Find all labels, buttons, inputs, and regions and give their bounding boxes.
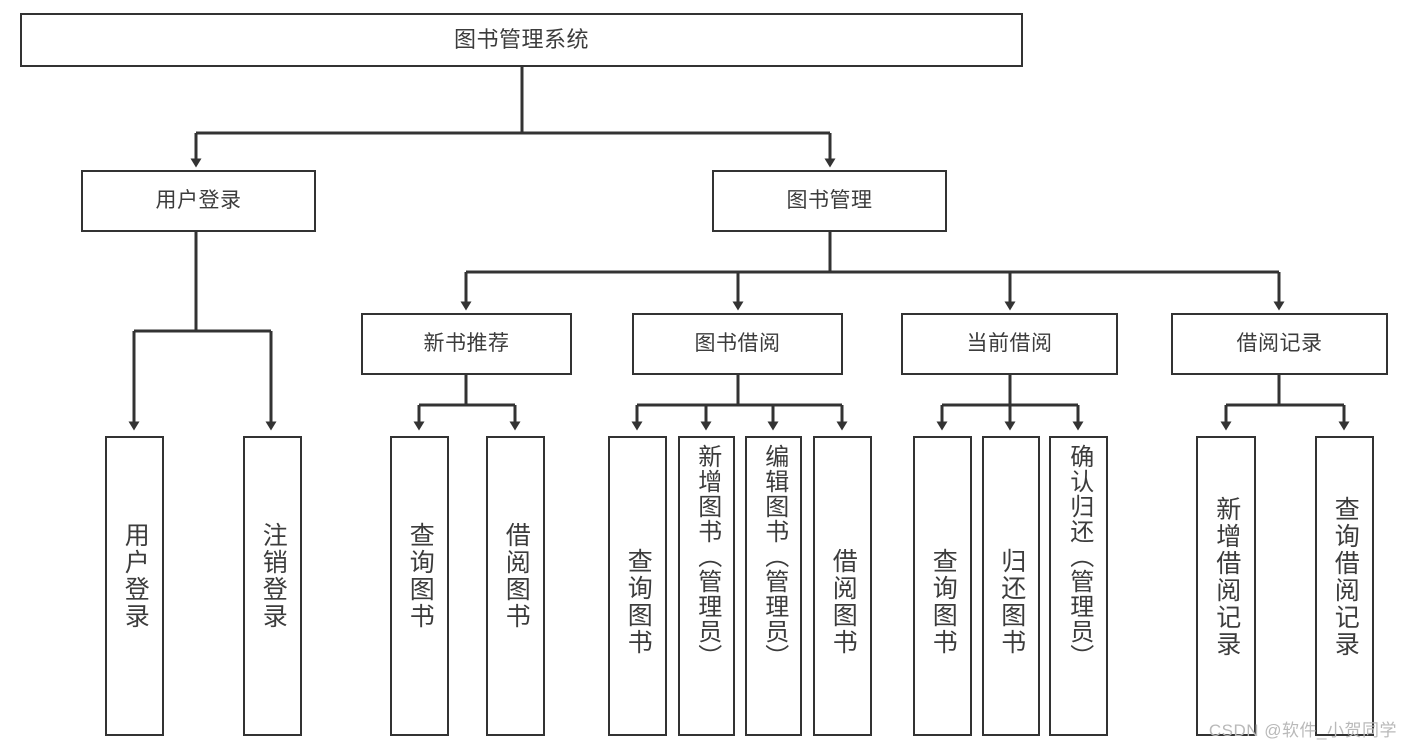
- node-user-login[interactable]: 用户登录: [81, 170, 316, 232]
- leaf-current-return-book[interactable]: 归还图书: [982, 436, 1040, 736]
- leaf-borrow-edit-book-admin[interactable]: 编辑图书（管理员）: [745, 436, 802, 736]
- node-label: 当前借阅: [966, 331, 1053, 355]
- node-label: 查询图书: [929, 548, 958, 656]
- node-label: 新增图书（管理员）: [693, 444, 721, 669]
- node-label: 编辑图书（管理员）: [760, 444, 788, 669]
- node-label: 注销登录: [259, 522, 288, 630]
- leaf-new-book-borrow[interactable]: 借阅图书: [486, 436, 545, 736]
- node-current-borrow[interactable]: 当前借阅: [901, 313, 1118, 375]
- node-label: 用户登录: [121, 522, 150, 630]
- leaf-borrow-add-book-admin[interactable]: 新增图书（管理员）: [678, 436, 735, 736]
- node-label: 借阅图书: [502, 522, 531, 630]
- node-label: 新书推荐: [423, 331, 510, 355]
- node-label: 新增借阅记录: [1212, 496, 1241, 658]
- node-label: 查询图书: [624, 548, 653, 656]
- node-label: 用户登录: [155, 188, 242, 212]
- leaf-record-query-record[interactable]: 查询借阅记录: [1315, 436, 1374, 736]
- node-label: 确认归还（管理员）: [1065, 444, 1093, 669]
- leaf-user-login-login[interactable]: 用户登录: [105, 436, 164, 736]
- node-label: 图书借阅: [694, 331, 781, 355]
- node-label: 图书管理系统: [453, 27, 589, 53]
- node-label: 查询借阅记录: [1331, 496, 1360, 658]
- node-label: 归还图书: [997, 548, 1026, 656]
- leaf-record-add-record[interactable]: 新增借阅记录: [1196, 436, 1256, 736]
- leaf-new-book-query[interactable]: 查询图书: [390, 436, 449, 736]
- leaf-borrow-query-book[interactable]: 查询图书: [608, 436, 667, 736]
- node-root-system[interactable]: 图书管理系统: [20, 13, 1023, 67]
- node-label: 查询图书: [406, 522, 435, 630]
- node-label: 借阅图书: [829, 548, 858, 656]
- node-new-book-recommend[interactable]: 新书推荐: [361, 313, 572, 375]
- node-label: 借阅记录: [1236, 331, 1323, 355]
- csdn-watermark: CSDN @软件_小贺同学: [1208, 721, 1397, 740]
- leaf-current-confirm-return-admin[interactable]: 确认归还（管理员）: [1049, 436, 1108, 736]
- node-book-borrow[interactable]: 图书借阅: [632, 313, 843, 375]
- leaf-user-login-logout[interactable]: 注销登录: [243, 436, 302, 736]
- node-label: 图书管理: [786, 188, 873, 212]
- leaf-current-query-book[interactable]: 查询图书: [913, 436, 972, 736]
- node-book-management[interactable]: 图书管理: [712, 170, 947, 232]
- leaf-borrow-borrow-book[interactable]: 借阅图书: [813, 436, 872, 736]
- node-borrow-record[interactable]: 借阅记录: [1171, 313, 1388, 375]
